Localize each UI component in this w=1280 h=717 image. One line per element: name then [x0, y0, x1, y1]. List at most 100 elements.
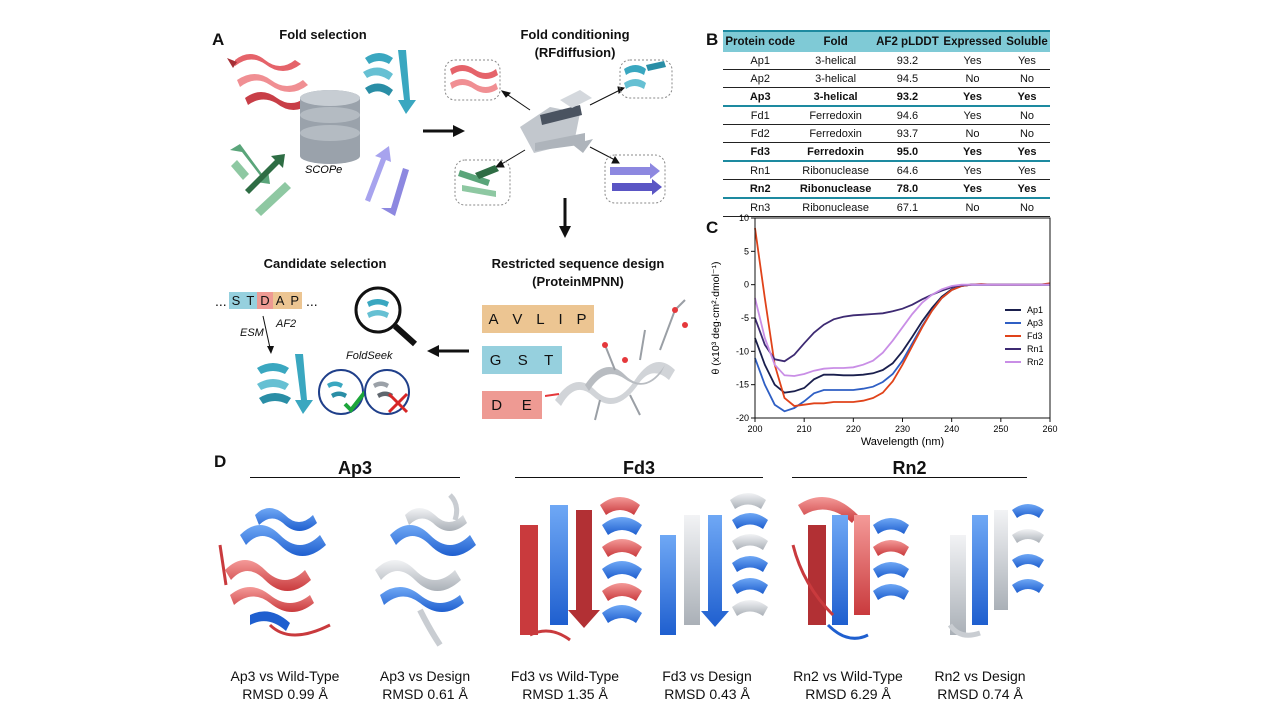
panel-letter-b: B [706, 30, 719, 49]
table-cell: 94.6 [873, 106, 942, 125]
table-cell: Ribonuclease [797, 161, 874, 180]
table-cell: No [941, 69, 1004, 88]
fold-selection-illustration: SCOPe [227, 50, 416, 216]
x-tick-label: 250 [993, 424, 1008, 434]
table-cell: 78.0 [873, 179, 942, 199]
y-tick-label: -5 [741, 313, 749, 323]
table-cell: Yes [941, 106, 1004, 125]
rn2-vs-wildtype-structure [791, 497, 909, 640]
table-cell: 3-helical [797, 69, 874, 88]
candidate-sequence: ... S T D A P ... [215, 292, 318, 309]
red-helix-protein [227, 54, 310, 110]
table-cell: 95.0 [873, 142, 942, 162]
rn2-vs-design-structure [947, 504, 1044, 638]
x-tick-label: 200 [747, 424, 762, 434]
y-tick-label: 0 [744, 280, 749, 290]
candidate-protein [257, 354, 313, 414]
red-conditioned-protein [444, 59, 501, 101]
arrow-right-icon [423, 125, 465, 137]
x-tick-label: 240 [944, 424, 959, 434]
scope-label: SCOPe [305, 164, 342, 176]
plot-frame [754, 217, 1051, 419]
table-cell: Yes [1003, 52, 1050, 70]
sequence-model-illustration [545, 299, 688, 421]
table-cell: No [1003, 106, 1050, 125]
table-cell: Ap1 [723, 52, 798, 70]
purple-sheet-protein [365, 146, 409, 216]
column-header: AF2 pLDDT [873, 31, 942, 52]
teal-conditioned-protein [619, 59, 673, 99]
teal-helix-protein [363, 50, 416, 114]
column-header: Soluble [1003, 31, 1050, 52]
group-heading-fd3: Fd3 [622, 458, 655, 478]
table-cell: 3-helical [797, 52, 874, 70]
expression-table: Protein code Fold AF2 pLDDT Expressed So… [723, 30, 1050, 217]
x-tick-label: 230 [895, 424, 910, 434]
candidate-selection-illustration [257, 286, 418, 415]
table-cell: No [941, 198, 1004, 217]
table-cell: 3-helical [797, 87, 874, 107]
grey-center-protein [520, 90, 593, 153]
database-icon [300, 90, 360, 164]
ap3-vs-wildtype-structure [218, 508, 331, 637]
group-heading-rn2: Rn2 [892, 458, 927, 478]
table-cell: Fd3 [723, 142, 798, 162]
table-cell: Fd1 [723, 106, 798, 125]
table-cell: Ap3 [723, 87, 798, 107]
group-divider [792, 477, 1027, 478]
table-header-row: Protein code Fold AF2 pLDDT Expressed So… [723, 31, 1050, 52]
y-tick-label: 5 [744, 246, 749, 256]
y-tick-label: -10 [736, 346, 749, 356]
panel-letter-d: D [214, 452, 227, 471]
rejected-match-icon [364, 369, 410, 415]
fd3-vs-wildtype-structure [520, 497, 642, 642]
table-cell: Yes [941, 161, 1004, 180]
candidate-selection-title: Candidate selection [263, 256, 387, 271]
table-cell: Rn1 [723, 161, 798, 180]
table-cell: 94.5 [873, 69, 942, 88]
af2-label: AF2 [276, 318, 297, 330]
panel-letter-a: A [212, 30, 225, 49]
series-line-ap1 [754, 283, 1050, 394]
legend-label: Ap1 [1027, 305, 1043, 315]
accepted-match-icon [318, 369, 367, 415]
column-header: Expressed [941, 31, 1004, 52]
restricted-design-title: Restricted sequence design (ProteinMPNN) [491, 256, 665, 289]
table-cell: Yes [941, 142, 1004, 162]
y-axis-label: θ (x10³ deg·cm²·dmol⁻¹) [710, 262, 722, 375]
table-cell: No [941, 124, 1004, 143]
panel-letter-c: C [706, 218, 719, 237]
table-cell: 93.2 [873, 87, 942, 107]
magnifier-icon [354, 286, 418, 347]
green-conditioned-protein [454, 159, 511, 206]
table-cell: 93.7 [873, 124, 942, 143]
table-cell: Yes [1003, 142, 1050, 162]
group-heading-ap3: Ap3 [337, 458, 372, 478]
table-cell: Yes [941, 179, 1004, 199]
purple-conditioned-protein [604, 154, 666, 204]
table-cell: Yes [941, 87, 1004, 107]
table-cell: 64.6 [873, 161, 942, 180]
column-header: Fold [797, 31, 874, 52]
arrow-down-icon [559, 198, 571, 238]
table-cell: Ferredoxin [797, 106, 874, 125]
table-cell: Yes [1003, 87, 1050, 107]
table-cell: No [1003, 198, 1050, 217]
esm-label: ESM [240, 327, 264, 339]
table-cell: Ferredoxin [797, 124, 874, 143]
fd3-vs-design-structure [660, 493, 768, 635]
x-tick-label: 210 [797, 424, 812, 434]
